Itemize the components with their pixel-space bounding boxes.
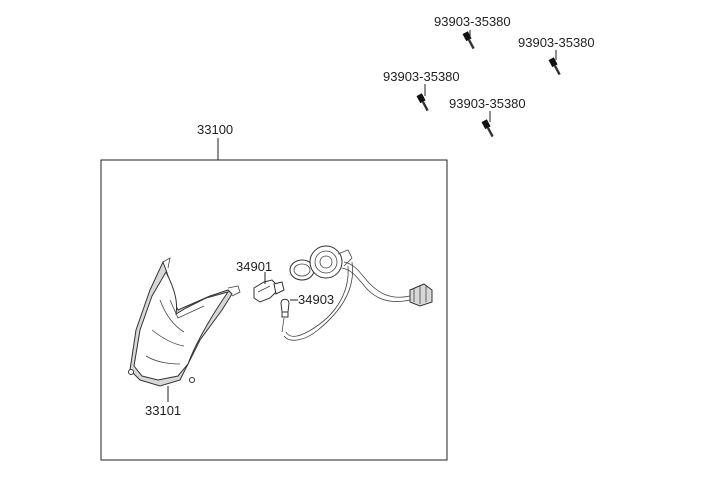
screw-icon [462, 31, 472, 42]
headlight-housing-icon[interactable] [128, 257, 241, 387]
wire-harness [281, 261, 411, 341]
small-bulb-icon[interactable] [280, 298, 290, 318]
label-screw-3[interactable]: 93903-35380 [383, 69, 460, 84]
screw-1[interactable] [462, 31, 477, 50]
label-33100[interactable]: 33100 [197, 122, 233, 137]
assembly-frame [100, 159, 448, 461]
screw-3[interactable] [416, 93, 431, 112]
connector-icon[interactable] [409, 283, 433, 307]
label-screw-1[interactable]: 93903-35380 [434, 14, 511, 29]
label-34901[interactable]: 34901 [236, 259, 272, 274]
screw-icon [548, 57, 558, 68]
screw-icon [481, 119, 491, 130]
label-33101[interactable]: 33101 [145, 403, 181, 418]
label-screw-2[interactable]: 93903-35380 [518, 35, 595, 50]
screw-2[interactable] [548, 57, 563, 76]
label-34903[interactable]: 34903 [298, 292, 334, 307]
screw-4[interactable] [481, 119, 496, 138]
socket-icon[interactable] [289, 245, 353, 281]
screw-icon [416, 93, 426, 104]
bulb-icon[interactable] [253, 279, 285, 303]
label-screw-4[interactable]: 93903-35380 [449, 96, 526, 111]
